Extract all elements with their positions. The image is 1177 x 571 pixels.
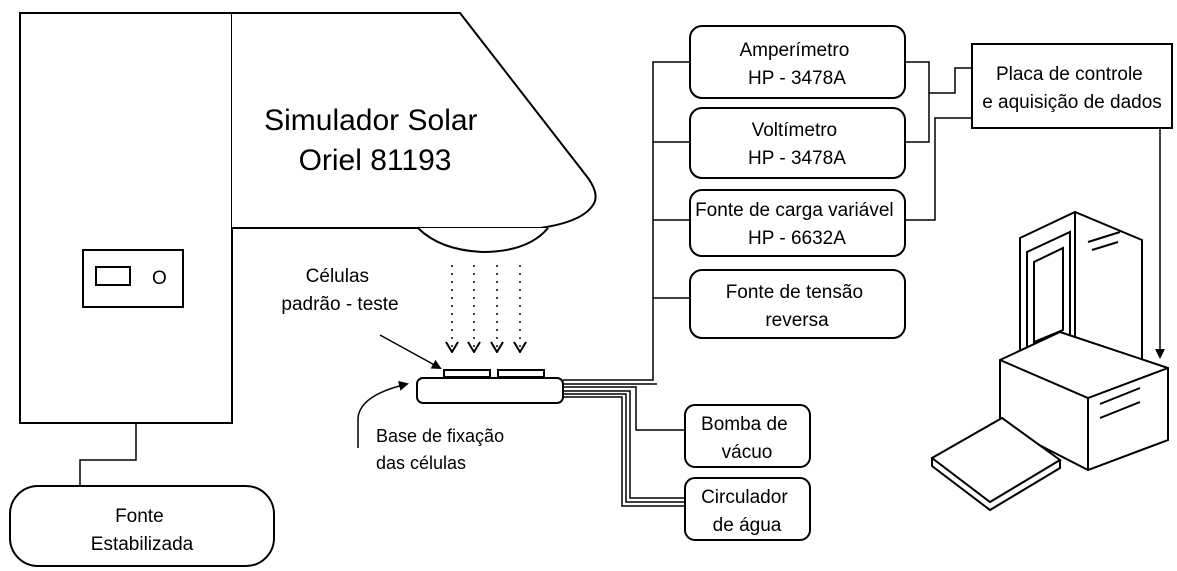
variable-load-source-box: Fonte de carga variável HP - 6632A: [689, 189, 906, 257]
test-cell: [497, 369, 545, 378]
cells-label: Células padrão - teste: [281, 266, 398, 315]
test-cells: [443, 369, 545, 378]
simulator-control-panel: O: [82, 249, 184, 308]
svg-text:Fonte Estabilizada: Fonte Estabilizada: [91, 506, 194, 555]
instrument-bus-wires: [563, 61, 690, 385]
control-board-box: Placa de controle e aquisição de dados: [971, 43, 1173, 129]
svg-text:Voltímetro HP - 3478A: Voltímetro HP - 3478A: [748, 120, 846, 169]
stabilized-source-box: Fonte Estabilizada: [9, 485, 275, 567]
vacuum-and-water-tubes: [563, 386, 685, 507]
simulator-cabinet: [19, 12, 233, 424]
simulator-lamp-housing: Simulador Solar Oriel 81193: [232, 12, 597, 254]
power-cable: [79, 423, 137, 486]
voltmeter-box: Voltímetro HP - 3478A: [689, 107, 906, 179]
svg-text:Fonte de tensão reversa: Fonte de tensão reversa: [726, 282, 869, 331]
svg-text:Fonte de carga variável: Fonte de carga variável HP - 6632A: [695, 200, 899, 249]
computer-icon: [930, 210, 1169, 512]
cells-pointer-arrow: [379, 334, 442, 369]
svg-text:Amperímetro HP - 3478A: Amperímetro HP - 3478A: [739, 40, 854, 89]
svg-text:Bomba de vácuo: Bomba de vácuo: [701, 414, 793, 463]
light-rays: [452, 265, 520, 352]
svg-text:Placa de controle e aqui: Placa de controle e aquisição de dados: [982, 64, 1162, 113]
svg-text:Circulador de água: Circulador de água: [701, 487, 793, 536]
water-circulator-box: Circulador de água: [684, 477, 811, 541]
test-cell: [443, 369, 491, 378]
ammeter-box: Amperímetro HP - 3478A: [689, 25, 906, 99]
control-knob-icon: O: [152, 268, 167, 289]
vacuum-pump-box: Bomba de vácuo: [684, 404, 811, 468]
simulator-title: Simulador Solar Oriel 81193: [264, 104, 486, 177]
display-window-icon: [95, 266, 131, 286]
cell-mounting-base: [416, 377, 564, 404]
base-label: Base de fixação das células: [376, 426, 509, 473]
reverse-voltage-source-box: Fonte de tensão reversa: [689, 269, 906, 339]
base-pointer-arrow: [357, 380, 409, 448]
control-board-wires: [905, 61, 972, 221]
